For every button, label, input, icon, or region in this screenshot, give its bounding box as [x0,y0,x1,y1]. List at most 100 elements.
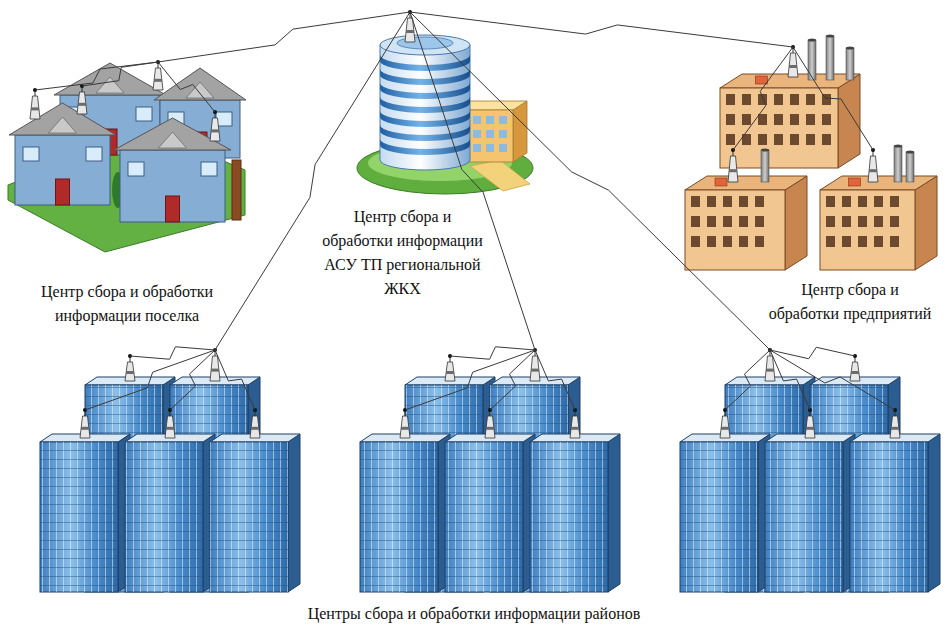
skyscraper [680,434,770,592]
factory-window [826,236,835,247]
house-gable [186,82,214,98]
radio-link [535,350,575,410]
annex-window [473,144,481,152]
factory-window [707,216,716,227]
radio-link [770,350,895,410]
antenna-body [445,362,455,381]
roof-box [715,178,727,186]
factory [720,35,860,169]
chimney-top [808,39,816,42]
house-gable [49,117,77,133]
skyscraper-front [40,442,118,592]
antenna-body [720,416,730,438]
antenna-body [400,416,410,438]
radio-link [405,350,535,410]
skyscraper [210,434,300,592]
skyscraper-windows [360,442,438,592]
antenna-band [869,169,877,172]
antenna [80,408,90,438]
house-window [201,162,217,176]
house-window [136,107,152,121]
antenna-band [806,427,814,430]
antenna-band [251,427,259,430]
chimney [826,36,834,80]
roof-box [849,178,861,186]
antenna [125,354,135,381]
radio-link [770,347,855,358]
antenna-band [406,30,414,33]
antenna-body [250,416,260,438]
factory-window [806,94,815,105]
radio-link [35,62,158,90]
annex-window [499,116,507,124]
skyscraper-side [288,434,300,592]
skyscraper-windows [125,442,203,592]
factory-roof [685,176,807,190]
enterprise-center: Центр сбора и обработки предприятий [670,47,943,335]
skyscraper [850,434,940,592]
antenna-band [766,369,774,372]
factory-window [755,196,764,207]
house-door [56,179,70,205]
factory-window [822,114,831,125]
factory-window [723,196,732,207]
factory-window [790,114,799,125]
factory-window [890,216,899,227]
chimney [846,48,854,80]
factory-window [790,94,799,105]
factory-window [842,236,851,247]
annex-side [513,101,527,162]
annex-window [486,116,494,124]
factory-window [774,114,783,125]
factory-window [758,94,767,105]
factory-window [858,196,867,207]
house-door [166,196,180,222]
radio-link [770,350,810,410]
factory [820,145,937,271]
antenna [850,354,860,381]
skyscraper-front [530,442,608,592]
factory-window [691,236,700,247]
antenna-band [401,427,409,430]
factory-window [874,216,883,227]
antenna-body [850,362,860,381]
skyscraper-side [608,434,620,592]
skyscraper-windows [680,442,758,592]
factory-window [774,94,783,105]
antenna [445,354,455,381]
skyscraper-windows [530,442,608,592]
tower-windows [380,111,470,127]
antenna-band [211,369,219,372]
walkway [470,160,530,191]
skyscraper-front [210,442,288,592]
antenna-band [531,369,539,372]
chimney [761,150,769,182]
factory-window [890,236,899,247]
antenna [77,84,87,114]
factory-window [726,134,735,145]
tower-windows [380,125,470,141]
skyscraper-front [125,442,203,592]
antenna-body [153,68,163,90]
factory-window [742,114,751,125]
antenna-band [446,371,454,374]
skyscraper-side [928,434,940,592]
radio-link [733,47,793,150]
factory-window [707,236,716,247]
skyscraper-windows [765,442,843,592]
factory-window [774,134,783,145]
regional-center: Центр сбора и обработки информации АСУ Т… [300,12,520,311]
factory-window [739,196,748,207]
antenna-body [890,416,900,438]
factory-roof [820,176,937,190]
antenna-band [211,129,219,132]
antenna-body [30,96,40,119]
factory-window [723,216,732,227]
house [114,118,231,222]
annex-window [473,130,481,138]
antenna-body [788,53,798,77]
antenna-body [210,118,220,141]
skyscraper-front [360,442,438,592]
house-gable [96,77,124,93]
